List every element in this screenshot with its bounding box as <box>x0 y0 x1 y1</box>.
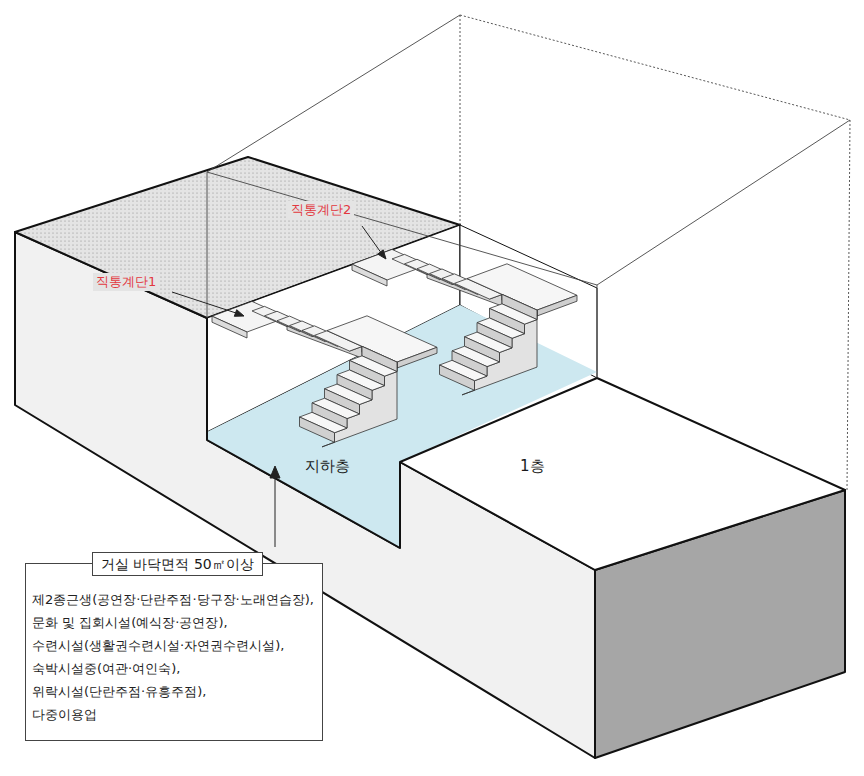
leader-line <box>172 292 236 313</box>
outline-edge <box>597 285 598 378</box>
use-list-item: 문화 및 집회시설(예식장·공연장), <box>32 611 228 634</box>
use-list-item: 수련시설(생활권수련시설·자연권수련시설), <box>32 634 284 657</box>
floor-label: 지하층 <box>305 457 350 475</box>
floor-edge <box>207 440 400 548</box>
stair-one <box>212 301 437 447</box>
wall-edge <box>206 318 208 440</box>
use-list-item: 숙박시설중(여관·여인숙), <box>32 657 180 680</box>
leader-line <box>275 476 276 547</box>
floor-label: 1층 <box>520 457 545 475</box>
outline-edge <box>207 172 597 285</box>
outline-edge <box>597 120 850 285</box>
stair-two <box>352 249 577 395</box>
use-list-item: 위락시설(단란주점·유흥주점), <box>32 680 206 703</box>
leader-lines <box>172 226 386 547</box>
ground-floor-roof <box>400 378 845 570</box>
arrow-head <box>234 310 244 317</box>
arrow-head <box>378 250 386 259</box>
wall-edge <box>399 462 401 548</box>
callout-box: 거실 바닥면적 50㎡이상제2종근생(공연장·단란주점·당구장·노래연습장),문… <box>25 563 323 741</box>
use-list-item: 다중이용업 <box>32 703 97 726</box>
stair-label: 직통계단2 <box>288 201 354 219</box>
outline-edge <box>207 172 208 318</box>
arrow-head <box>270 466 280 478</box>
callout-heading: 거실 바닥면적 50㎡이상 <box>92 552 263 576</box>
hidden-edge <box>847 120 850 490</box>
hidden-edge <box>460 15 850 120</box>
upper-floor-outline <box>207 15 850 490</box>
leader-line <box>362 226 381 252</box>
outline-edge <box>207 15 460 172</box>
stair-label: 직통계단1 <box>93 273 159 291</box>
use-list-item: 제2종근생(공연장·단란주점·당구장·노래연습장), <box>32 588 314 611</box>
hidden-edge <box>460 15 461 225</box>
